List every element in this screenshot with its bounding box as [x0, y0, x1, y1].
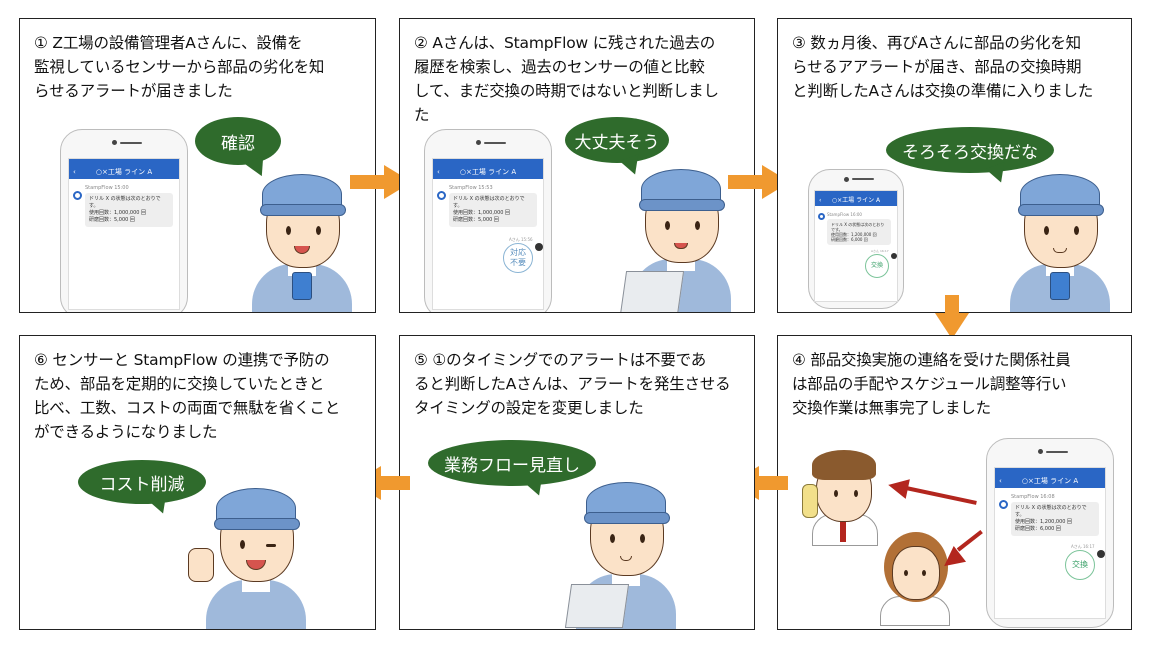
- employee-man-figure: [802, 444, 882, 546]
- smartphone: ‹ ○×工場 ライン A StampFlow 15:00 ドリル X の状態は次の…: [60, 129, 188, 312]
- speech-bubble: 大丈夫そう: [565, 117, 669, 163]
- reply-label: Aさん 16:17: [871, 249, 889, 253]
- thumbs-up-icon: [188, 548, 214, 582]
- telephone-icon: [802, 484, 818, 518]
- stampflow-icon: [818, 213, 825, 220]
- stamp-reply: 交換: [1065, 550, 1095, 580]
- message-bubble: ドリル X の状態は次のとおりです。 使用回数：1,200,000 回 研磨回数…: [1011, 502, 1099, 536]
- panel-caption: ④ 部品交換実施の連絡を受けた関係社員 は部品の手配やスケジュール調整等行い 交…: [792, 351, 1071, 417]
- message-bubble: ドリル X の状態は次のとおりです。 使用回数：1,000,000 回 研磨回数…: [85, 193, 173, 227]
- worker-figure: [988, 164, 1128, 312]
- speech-bubble: そろそろ交換だな: [886, 127, 1054, 173]
- stampflow-icon: [73, 191, 82, 200]
- worker-figure: [605, 159, 750, 312]
- panel-caption: ⑥ センサーと StampFlow の連携で予防の ため、部品を定期的に交換して…: [34, 351, 341, 441]
- speech-bubble: コスト削減: [78, 460, 206, 504]
- chat-header: ○×工場 ライン A: [95, 168, 153, 176]
- message-sender: StampFlow 15:53: [449, 185, 493, 191]
- worker-figure: [180, 476, 330, 629]
- panel-caption: ③ 数ヵ月後、再びAさんに部品の劣化を知 らせるアアラートが届き、部品の交換時期…: [792, 34, 1094, 100]
- laptop-icon: [619, 271, 685, 312]
- phone-screen: ‹ ○×工場 ライン A StampFlow 16:00 ドリル X の状態は次の…: [814, 190, 898, 302]
- reply-label: Aさん 15:56: [509, 237, 533, 242]
- panel-5: ⑤ ①のタイミングでのアラートは不要であ ると判断したAさんは、アラートを発生さ…: [399, 335, 755, 630]
- worker-figure: [550, 466, 700, 629]
- avatar: [1097, 550, 1105, 558]
- chat-header: ○×工場 ライン A: [459, 168, 517, 176]
- back-icon: ‹: [999, 477, 1002, 485]
- back-icon: ‹: [819, 197, 822, 204]
- avatar: [535, 243, 543, 251]
- smartphone: ‹ ○×工場 ライン A StampFlow 15:53 ドリル X の状態は次の…: [424, 129, 552, 312]
- worker-figure: [230, 164, 370, 312]
- stampflow-icon: [999, 500, 1008, 509]
- phone-screen: ‹ ○×工場 ライン A StampFlow 15:00 ドリル X の状態は次の…: [68, 158, 180, 310]
- stampflow-icon: [437, 191, 446, 200]
- smartphone: ‹ ○×工場 ライン A StampFlow 16:00 ドリル X の状態は次の…: [808, 169, 904, 309]
- phone-screen: ‹ ○×工場 ライン A StampFlow 15:53 ドリル X の状態は次の…: [432, 158, 544, 310]
- speech-bubble: 確認: [195, 117, 281, 165]
- panel-caption: ⑤ ①のタイミングでのアラートは不要であ ると判断したAさんは、アラートを発生さ…: [414, 351, 731, 417]
- message-sender: StampFlow 16:00: [827, 212, 862, 217]
- speech-bubble: 業務フロー見直し: [428, 440, 596, 486]
- back-icon: ‹: [437, 168, 440, 176]
- panel-2: ② Aさんは、StampFlow に残された過去の 履歴を検索し、過去のセンサー…: [399, 18, 755, 313]
- panel-caption: ② Aさんは、StampFlow に残された過去の 履歴を検索し、過去のセンサー…: [414, 34, 719, 124]
- panel-3: ③ 数ヵ月後、再びAさんに部品の劣化を知 らせるアアラートが届き、部品の交換時期…: [777, 18, 1132, 313]
- stamp-reply: 交換: [865, 254, 889, 278]
- message-sender: StampFlow 16:08: [1011, 494, 1055, 500]
- avatar: [891, 253, 897, 259]
- panel-6: ⑥ センサーと StampFlow の連携で予防の ため、部品を定期的に交換して…: [19, 335, 376, 630]
- smartphone: ‹ ○×工場 ライン A StampFlow 16:08 ドリル X の状態は次の…: [986, 438, 1114, 628]
- panel-1: ① Z工場の設備管理者Aさんに、設備を 監視しているセンサーから部品の劣化を知 …: [19, 18, 376, 313]
- panel-caption: ① Z工場の設備管理者Aさんに、設備を 監視しているセンサーから部品の劣化を知 …: [34, 34, 325, 100]
- employee-woman-figure: [876, 526, 956, 626]
- stamp-reply: 対応 不要: [503, 243, 533, 273]
- message-sender: StampFlow 15:00: [85, 185, 129, 191]
- panel-4: ④ 部品交換実施の連絡を受けた関係社員 は部品の手配やスケジュール調整等行い 交…: [777, 335, 1132, 630]
- chat-header: ○×工場 ライン A: [1021, 477, 1079, 485]
- back-icon: ‹: [73, 168, 76, 176]
- phone-screen: ‹ ○×工場 ライン A StampFlow 16:08 ドリル X の状態は次の…: [994, 467, 1106, 619]
- message-bubble: ドリル X の状態は次のとおりです。 使用回数：1,000,000 回 研磨回数…: [449, 193, 537, 227]
- chat-header: ○×工場 ライン A: [831, 197, 881, 204]
- message-bubble: ドリル X の状態は次のとおりです。 使用回数：1,200,000 回 研磨回数…: [827, 219, 891, 245]
- phone-in-hand-icon: [1050, 272, 1070, 300]
- laptop-icon: [564, 584, 630, 628]
- reply-label: Aさん 16:17: [1071, 544, 1095, 549]
- phone-in-hand-icon: [292, 272, 312, 300]
